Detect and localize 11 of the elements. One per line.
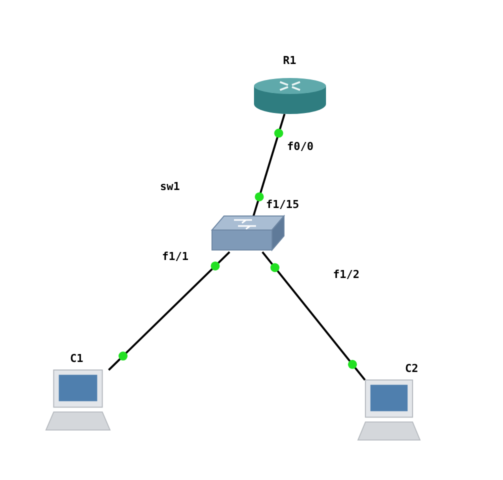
device-name: sw1 [160, 180, 180, 193]
device-name: R1 [283, 54, 296, 67]
port-label: f1/2 [333, 268, 360, 281]
link-line [262, 251, 366, 381]
port-label: f0/0 [287, 140, 314, 153]
device-name: C2 [405, 362, 418, 375]
link-line [252, 114, 286, 216]
device-name: C1 [70, 352, 84, 365]
link-line [108, 251, 230, 371]
port-label: f1/15 [266, 198, 300, 211]
port-label: f1/1 [162, 250, 188, 263]
